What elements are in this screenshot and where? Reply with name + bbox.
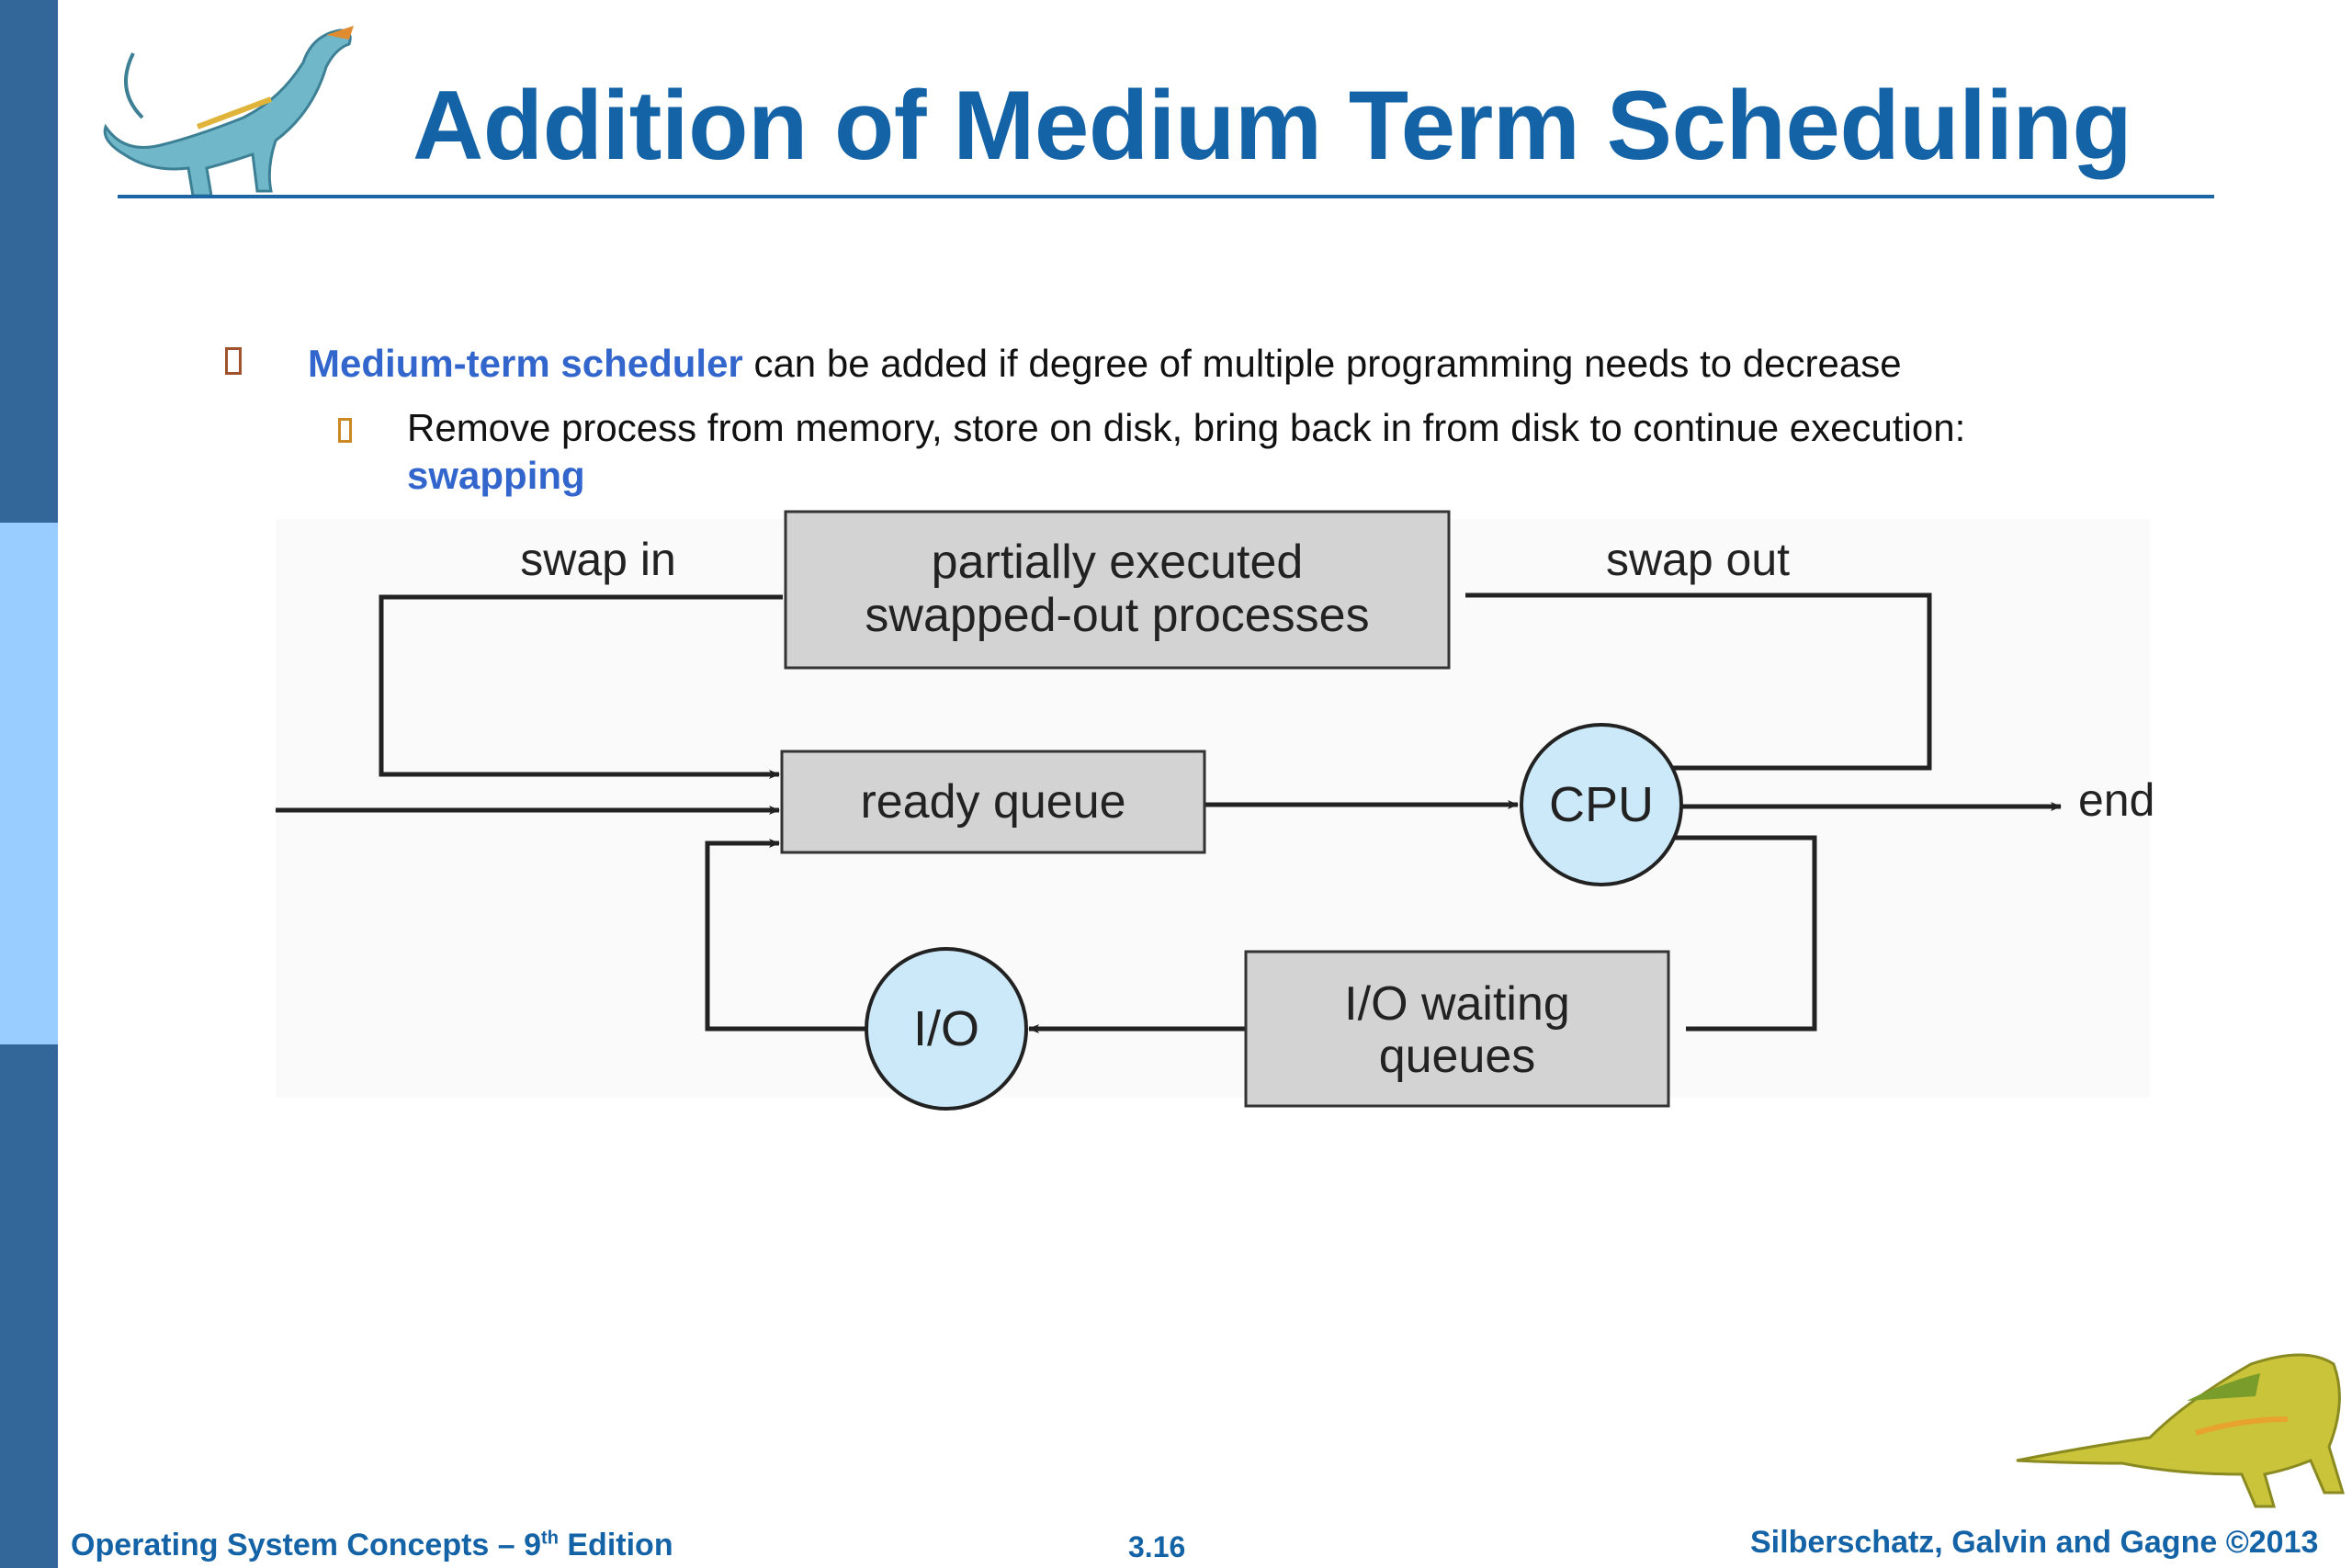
ready-queue-label: ready queue	[860, 775, 1125, 829]
title-underline	[118, 195, 2214, 198]
footer-book-sup: th	[541, 1528, 559, 1549]
partially-executed-label-1: partially executed	[932, 536, 1304, 589]
io-waiting-box	[1244, 950, 1670, 1108]
footer-book-title: Operating System Concepts – 9th Edition	[71, 1528, 673, 1563]
io-to-ready-path	[705, 839, 867, 1032]
ready-queue-box	[780, 750, 1206, 854]
bullet-1-keyword: Medium-term scheduler	[308, 342, 743, 385]
footer-book-name: Operating System Concepts – 9	[71, 1528, 542, 1562]
io-waiting-label-1: I/O waiting	[1344, 977, 1570, 1031]
end-label: end	[2078, 774, 2154, 826]
cpu-to-io-wait-path	[1672, 835, 1817, 1032]
partially-executed-label-2: swapped-out processes	[865, 589, 1369, 642]
bullet-marker-icon	[225, 347, 242, 375]
io-node	[865, 947, 1028, 1111]
dinosaur-logo-top	[103, 26, 354, 197]
left-sidebar-highlight	[0, 523, 58, 1044]
io-label: I/O	[913, 1001, 979, 1056]
bullet-2-text: Remove process from memory, store on dis…	[407, 406, 1966, 449]
bullet-1: Medium-term scheduler can be added if de…	[308, 342, 1902, 386]
footer-book-edition: Edition	[558, 1528, 673, 1562]
footer-page-number: 3.16	[1128, 1530, 1186, 1563]
cpu-label: CPU	[1549, 777, 1654, 832]
swap-in-label: swap in	[520, 534, 676, 585]
cpu-node	[1520, 723, 1683, 886]
bullet-1-text: can be added if degree of multiple progr…	[742, 342, 1902, 385]
partially-executed-box	[784, 510, 1451, 670]
bullet-2-keyword: swapping	[407, 454, 585, 497]
page-title: Addition of Medium Term Scheduling	[413, 70, 2132, 180]
sub-bullet-marker-icon	[338, 418, 352, 443]
io-waiting-label-2: queues	[1379, 1030, 1536, 1083]
dinosaur-logo-bottom	[2016, 1353, 2346, 1508]
swap-out-path	[1465, 592, 1932, 771]
swap-out-label: swap out	[1606, 534, 1790, 585]
footer-authors: Silberschatz, Galvin and Gagne ©2013	[1750, 1525, 2319, 1560]
swap-in-path	[379, 594, 783, 779]
